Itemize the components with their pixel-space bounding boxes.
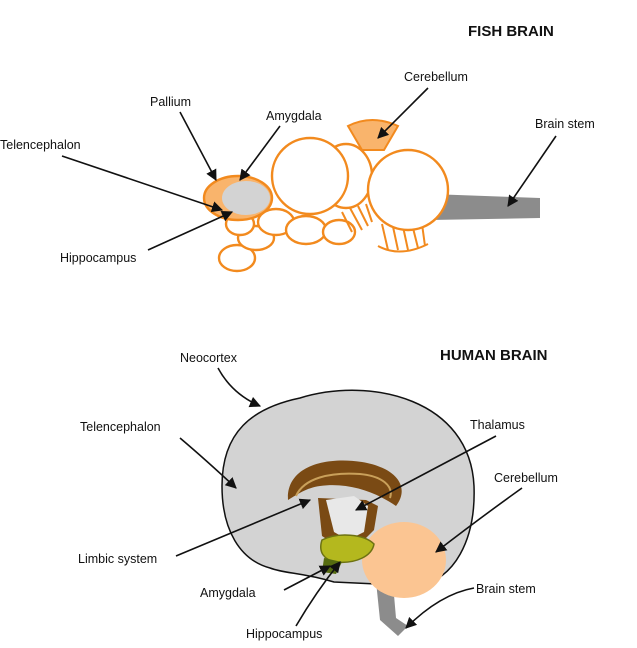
- human-brain-drawing: [222, 390, 474, 636]
- fish-arrow-cerebellum: [378, 88, 428, 138]
- fish-lower-lobe: [323, 220, 355, 244]
- fish-arrow-telencephalon: [62, 156, 222, 210]
- human-cerebellum: [362, 522, 446, 598]
- human-label-hippocampus: Hippocampus: [246, 627, 322, 641]
- fish-brain-title: FISH BRAIN: [468, 23, 554, 40]
- fish-pallium-region: [222, 181, 270, 215]
- fish-brain-section: FISH BRAIN P: [0, 23, 595, 271]
- fish-label-cerebellum: Cerebellum: [404, 70, 468, 84]
- human-brain-title: HUMAN BRAIN: [440, 347, 548, 364]
- human-label-telencephalon: Telencephalon: [80, 420, 161, 434]
- human-label-brain-stem: Brain stem: [476, 582, 536, 596]
- fish-label-telencephalon: Telencephalon: [0, 138, 81, 152]
- fish-hatched-lobe: [378, 244, 428, 252]
- fish-optic-lobe: [272, 138, 348, 214]
- fish-optic-lobe: [368, 150, 448, 230]
- fish-label-hippocampus: Hippocampus: [60, 251, 136, 265]
- fish-label-brain-stem: Brain stem: [535, 117, 595, 131]
- human-label-thalamus: Thalamus: [470, 418, 525, 432]
- fish-lower-lobe: [286, 216, 326, 244]
- fish-label-amygdala: Amygdala: [266, 109, 322, 123]
- fish-label-pallium: Pallium: [150, 95, 191, 109]
- human-label-neocortex: Neocortex: [180, 351, 238, 365]
- fish-arrow-brain-stem: [508, 136, 556, 206]
- fish-arrow-hippocampus: [148, 212, 232, 250]
- fish-brain-drawing: [204, 120, 540, 271]
- human-label-cerebellum: Cerebellum: [494, 471, 558, 485]
- human-label-amygdala: Amygdala: [200, 586, 256, 600]
- human-arrow-neocortex: [218, 368, 260, 406]
- human-brain-section: HUMAN BRAIN Neocortex Telencephalon Thal…: [78, 347, 558, 641]
- fish-arrow-pallium: [180, 112, 216, 180]
- human-label-limbic-system: Limbic system: [78, 552, 157, 566]
